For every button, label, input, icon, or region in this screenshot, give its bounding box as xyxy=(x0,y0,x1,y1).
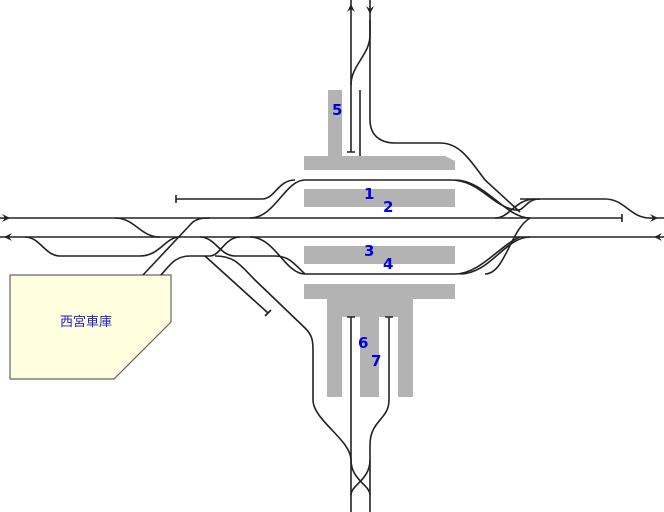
track-number-2: 2 xyxy=(383,198,393,216)
track-number-6: 6 xyxy=(358,334,368,352)
main-track-east-exit xyxy=(520,198,664,219)
track-4-loop xyxy=(249,236,521,275)
crossover-east-4 xyxy=(484,217,531,275)
north-track-up xyxy=(347,0,355,153)
track-6 xyxy=(347,316,355,512)
arrow-right-icon xyxy=(650,214,658,222)
main-track-eastbound xyxy=(0,214,623,222)
track-number-3: 3 xyxy=(364,242,374,260)
platform-3-4 xyxy=(304,246,455,264)
north-crossover xyxy=(350,20,371,86)
track-number-1: 1 xyxy=(364,185,374,203)
arrow-down-icon xyxy=(366,6,374,14)
crossover-east-1 xyxy=(454,179,531,219)
depot-area xyxy=(9,274,172,380)
platform-1-2 xyxy=(304,189,455,207)
track-1-loop xyxy=(249,179,541,219)
track-number-4: 4 xyxy=(383,255,393,273)
crossover-east-3 xyxy=(459,236,531,275)
arrow-left-icon xyxy=(4,233,12,241)
arrow-left-icon xyxy=(654,233,662,241)
platforms xyxy=(304,90,455,397)
depot-lead-2 xyxy=(160,236,241,276)
platform-5 xyxy=(328,90,342,156)
platform-bottom xyxy=(304,284,455,299)
depot-label: 西宮車庫 xyxy=(60,314,112,330)
west-loop xyxy=(24,236,181,257)
platform-top xyxy=(304,156,455,170)
platform-6-7-comb xyxy=(327,299,413,397)
west-crossover-2 xyxy=(199,236,306,275)
track-number-7: 7 xyxy=(371,352,381,370)
crossover-east-2 xyxy=(494,198,536,219)
depot-lead-1 xyxy=(142,217,211,276)
north-track-down xyxy=(369,0,521,213)
arrow-up-icon xyxy=(347,4,355,12)
depot-siding-stub xyxy=(204,255,272,317)
south-crossover xyxy=(350,459,371,496)
south-lead xyxy=(214,255,352,461)
track-7 xyxy=(369,316,393,512)
track-siding-west xyxy=(175,179,296,203)
direction-arrows xyxy=(2,4,662,241)
west-crossover-1 xyxy=(114,217,161,238)
track-number-5: 5 xyxy=(332,101,342,119)
arrow-right-icon xyxy=(2,214,10,222)
